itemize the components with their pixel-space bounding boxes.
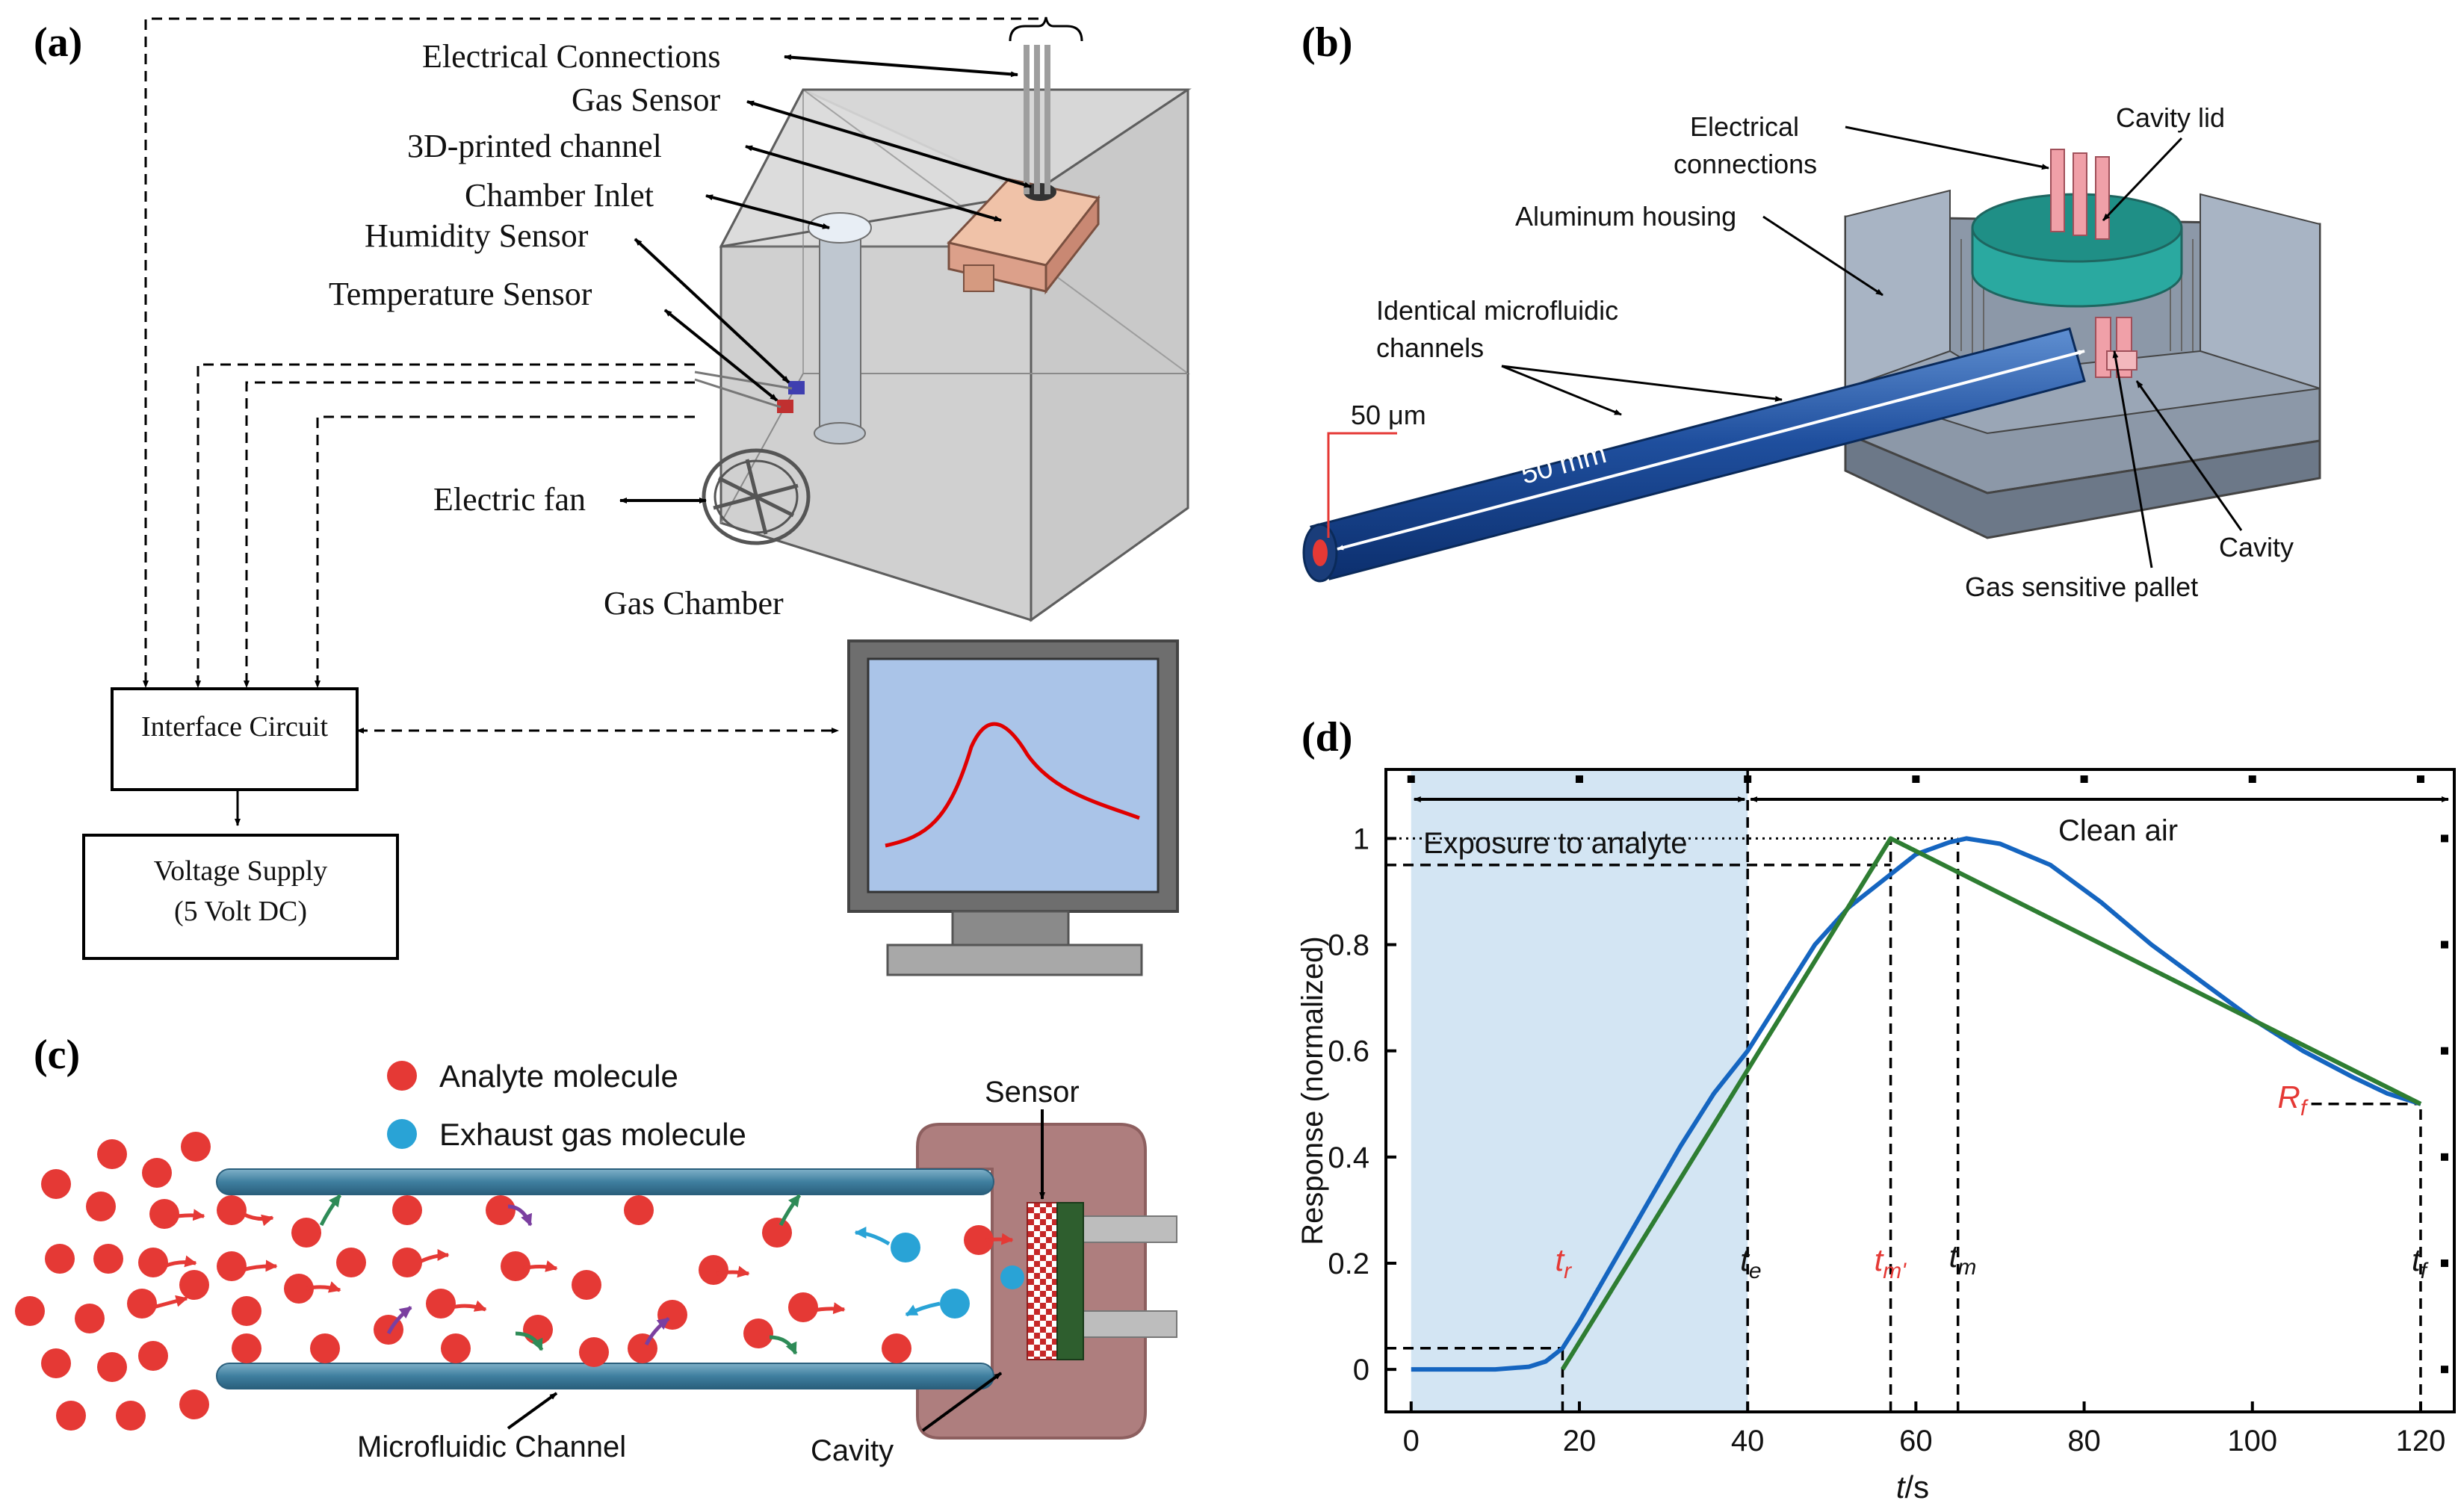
callout-electrical-line1: Electrical xyxy=(1690,111,1799,142)
panel-a: (a) xyxy=(34,16,1192,976)
callout-electrical-line2: connections xyxy=(1674,149,1817,179)
marker-tf: tf xyxy=(2412,1242,2429,1283)
x-tick-top xyxy=(2248,775,2256,783)
callout-cavity-lid: Cavity lid xyxy=(2116,102,2225,133)
exposure-label: Exposure to analyte xyxy=(1423,827,1688,860)
x-tick-top xyxy=(1744,775,1752,783)
electric-fan xyxy=(702,448,811,545)
panel-a-dashed-lines xyxy=(143,17,1038,734)
callout-humidity-sensor: Humidity Sensor xyxy=(365,217,589,254)
temperature-sensor-device xyxy=(777,400,793,413)
gas-chamber xyxy=(719,88,1192,622)
legend-analyte-label: Analyte molecule xyxy=(439,1059,678,1094)
panel-b-arrows xyxy=(1501,126,2243,568)
microfluidic-tube xyxy=(1302,327,2086,583)
callout-electric-fan: Electric fan xyxy=(433,481,586,518)
x-tick-top xyxy=(2416,775,2424,783)
channel-bottom-wall xyxy=(216,1363,994,1389)
callout-temperature-sensor: Temperature Sensor xyxy=(329,276,592,312)
x-tick-top xyxy=(1575,775,1583,783)
callout-channels-line2: channels xyxy=(1376,332,1484,363)
sensor-element xyxy=(1056,1202,1084,1360)
channel-label: Microfluidic Channel xyxy=(357,1431,626,1463)
analyte-molecules xyxy=(15,1132,994,1431)
interface-circuit-box xyxy=(111,687,359,791)
electrical-pins xyxy=(2050,149,2138,378)
callout-electrical-connections: Electrical Connections xyxy=(422,38,721,75)
width-indicator xyxy=(1327,432,1397,538)
x-tick-label: 100 xyxy=(2227,1425,2277,1457)
legend-exhaust-label: Exhaust gas molecule xyxy=(439,1117,746,1152)
y-tick-right xyxy=(2441,1259,2448,1267)
x-tick-top xyxy=(2080,775,2088,783)
callout-aluminum-housing: Aluminum housing xyxy=(1515,201,1736,232)
marker-tm: tm xyxy=(1949,1239,1977,1280)
y-tick-label: 1 xyxy=(1353,822,1369,855)
callout-channels-line1: Identical microfluidic xyxy=(1376,295,1618,326)
x-tick-label: 80 xyxy=(2067,1425,2101,1457)
voltage-supply-box xyxy=(82,834,399,960)
panel-a-arrows xyxy=(619,54,1032,503)
panel-c-label: (c) xyxy=(34,1032,80,1078)
monitor xyxy=(847,639,1179,976)
x-tick-top xyxy=(1407,775,1415,783)
x-axis-label: t/s xyxy=(1896,1469,1929,1505)
exposure-shaded-region xyxy=(1411,769,1748,1412)
panel-b-label: (b) xyxy=(1301,19,1352,66)
interface-circuit-label: Interface Circuit xyxy=(141,711,328,743)
y-tick-label: 0.2 xyxy=(1328,1248,1369,1280)
voltage-supply-value: (5 Volt DC) xyxy=(174,896,307,927)
panel-d-label: (d) xyxy=(1301,714,1352,760)
x-tick-label: 120 xyxy=(2396,1425,2446,1457)
callout-cavity: Cavity xyxy=(2219,532,2294,563)
x-tick-label: 40 xyxy=(1731,1425,1765,1457)
marker-rf: Rf xyxy=(2278,1079,2309,1121)
panel-a-label: (a) xyxy=(34,19,82,66)
exhaust-molecules xyxy=(891,1233,1024,1319)
y-tick-right xyxy=(2441,1153,2448,1161)
callout-gas-sensor: Gas Sensor xyxy=(572,81,721,118)
y-tick-right xyxy=(2441,1047,2448,1055)
y-tick-right xyxy=(2441,1366,2448,1374)
callout-gas-sensitive-pallet: Gas sensitive pallet xyxy=(1965,571,2198,602)
sensor-label: Sensor xyxy=(985,1076,1080,1109)
response-chart: 0 20 40 60 80 100 120 0 0.2 0.4 0.6 0.8 1 tr te tm' tm tf… xyxy=(1328,768,2456,1457)
legend-exhaust-dot xyxy=(387,1119,417,1149)
y-tick-label: 0.6 xyxy=(1328,1035,1369,1068)
callout-width: 50 μm xyxy=(1351,400,1426,430)
y-tick-right xyxy=(2441,834,2448,843)
marker-tr: tr xyxy=(1555,1242,1572,1283)
marker-te: te xyxy=(1740,1242,1761,1283)
x-tick-top xyxy=(1912,775,1920,783)
molecule-arrows xyxy=(152,1194,1014,1355)
y-axis-label: Response (normalized) xyxy=(1296,936,1329,1245)
callout-chamber-inlet: Chamber Inlet xyxy=(465,177,654,214)
marker-tm-prime: tm' xyxy=(1875,1242,1907,1283)
sensitive-layer xyxy=(1027,1202,1058,1360)
plot-frame xyxy=(1384,768,2456,1413)
series-line-1 xyxy=(1411,836,2421,1372)
callout-3d-printed-channel: 3D-printed channel xyxy=(407,128,662,164)
panel-c: (c) Analyte molecule Exhaust gas molecul… xyxy=(15,1032,1177,1467)
channel-top-wall xyxy=(216,1168,994,1195)
legend-analyte-dot xyxy=(387,1061,417,1091)
clean-air-label: Clean air xyxy=(2058,814,2178,847)
chamber-inlet-tube xyxy=(808,212,872,444)
x-tick-label: 0 xyxy=(1403,1425,1420,1457)
y-tick-label: 0.8 xyxy=(1328,929,1369,962)
gas-chamber-label: Gas Chamber xyxy=(604,585,784,622)
voltage-supply-label: Voltage Supply xyxy=(154,855,328,887)
panel-b: (b) xyxy=(1301,19,2321,602)
panel-d: (d) 0 20 40 60 80 100 120 0 0.2 0.4 0.6 0.8 1 tr te tm'… xyxy=(1296,714,2456,1505)
cavity-label: Cavity xyxy=(811,1434,894,1467)
y-tick-label: 0.4 xyxy=(1328,1141,1369,1174)
series-line-2 xyxy=(1560,836,2422,1371)
y-tick-right xyxy=(2441,941,2448,949)
humidity-sensor-device xyxy=(788,381,805,394)
y-tick-label: 0 xyxy=(1353,1354,1369,1386)
x-tick-label: 20 xyxy=(1563,1425,1597,1457)
x-tick-label: 60 xyxy=(1899,1425,1933,1457)
